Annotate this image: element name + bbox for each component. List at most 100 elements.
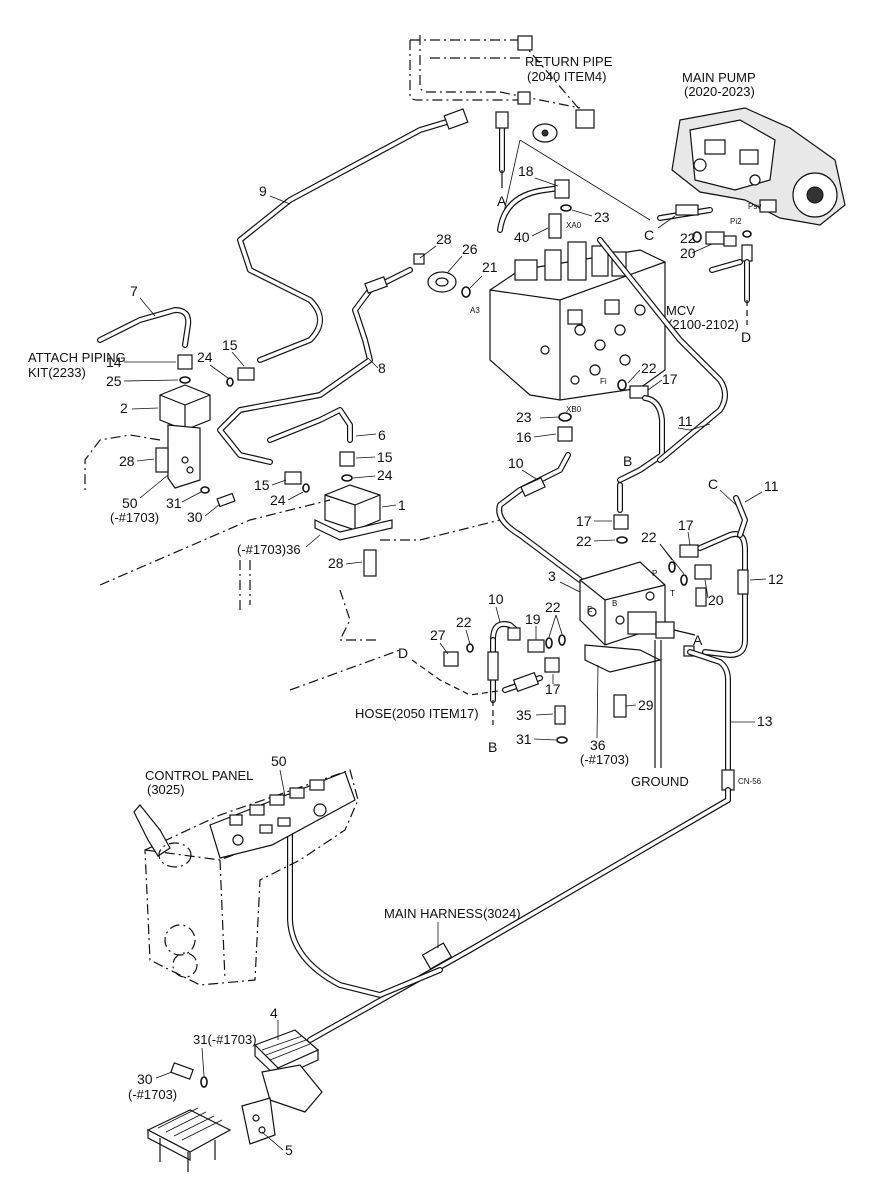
- callout-1: 1: [398, 497, 406, 513]
- port-xb0: XB0: [566, 405, 582, 414]
- callout-17-mcv: 17: [662, 371, 678, 387]
- port-psv: Psv: [748, 202, 761, 211]
- callout-8: 8: [378, 360, 386, 376]
- main-harness-label: MAIN HARNESS(3024): [384, 906, 521, 921]
- return-pipe: [409, 35, 595, 143]
- callout-36-attach: 50: [122, 495, 138, 511]
- callout-22-v3-right: 22: [641, 529, 657, 545]
- callout-16: 16: [516, 429, 532, 445]
- clamp-26: [413, 253, 457, 293]
- callout-10-top: 10: [508, 455, 524, 471]
- callout-20-pump: 20: [680, 245, 696, 261]
- point-a-bottom: A: [693, 632, 703, 648]
- mcv-label: MCV: [666, 303, 695, 318]
- mcv-ref: (2100-2102): [668, 317, 739, 332]
- port-pi2: Pi2: [730, 217, 742, 226]
- callout-26: 26: [462, 241, 478, 257]
- callout-22-v3-left: 22: [545, 599, 561, 615]
- valve-block-1: [314, 484, 393, 541]
- callout-17-v3-right: 17: [678, 517, 694, 533]
- return-pipe-label: RETURN PIPE: [525, 54, 613, 69]
- callout-11-top: 11: [678, 413, 693, 429]
- callout-18: 18: [518, 163, 534, 179]
- callout-35: 36: [590, 737, 606, 753]
- callout-22-v3-top: 22: [576, 533, 592, 549]
- ground-label: GROUND: [631, 774, 689, 789]
- callout-25: 25: [106, 373, 122, 389]
- main-pump-label: MAIN PUMP: [682, 70, 756, 85]
- callout-31-attach: 31: [166, 495, 182, 511]
- callout-36-mid: (-#1703)36: [237, 542, 301, 557]
- point-d-top: D: [741, 329, 751, 345]
- callout-31-v3: 31: [516, 731, 532, 747]
- callout-10-bottom: 10: [488, 591, 504, 607]
- callout-12: 12: [768, 571, 784, 587]
- callout-15-attach: 15: [222, 337, 238, 353]
- callout-40: 40: [514, 229, 530, 245]
- callout-50: 50: [271, 753, 287, 769]
- callout-23-bottom: 23: [516, 409, 532, 425]
- point-c-top: C: [644, 227, 654, 243]
- point-b-mid: B: [623, 453, 632, 469]
- pedal-5: [146, 1097, 276, 1172]
- callout-15-left: 15: [254, 477, 270, 493]
- pedal-4: [253, 1029, 323, 1113]
- callout-29-top: 28: [436, 231, 452, 247]
- return-pipe-ref: (2040 ITEM4): [527, 69, 606, 84]
- port-fi: Fi: [600, 377, 607, 386]
- callout-21: 21: [482, 259, 498, 275]
- callout-31-pedal: 31(-#1703): [193, 1032, 257, 1047]
- callout-24-attach: 24: [197, 349, 213, 365]
- callout-3: 3: [548, 568, 556, 584]
- callout-4: 4: [270, 1005, 278, 1021]
- connector-cn56: CN-56: [738, 777, 762, 786]
- port-t: T: [670, 589, 675, 598]
- attach-piping-ref: KIT(2233): [28, 365, 86, 380]
- callout-17-v3-top: 17: [576, 513, 592, 529]
- callout-19: 19: [525, 611, 541, 627]
- callout-27: 27: [430, 627, 446, 643]
- point-d-bottom: D: [398, 645, 408, 661]
- callout-17-v3-bottom: 17: [545, 681, 561, 697]
- point-a-top: A: [497, 193, 507, 209]
- callout-22-pump: 22: [680, 230, 696, 246]
- callout-13: 13: [757, 713, 773, 729]
- callout-30-pedal-note: (-#1703): [128, 1087, 177, 1102]
- callout-23-top: 23: [594, 209, 610, 225]
- port-xa0: XA0: [566, 221, 582, 230]
- callout-29-mid: 28: [328, 555, 344, 571]
- attach-piping-label: ATTACH PIPING: [28, 350, 126, 365]
- port-p: P: [652, 569, 657, 578]
- valve-block-2: [159, 384, 211, 489]
- callout-5: 5: [285, 1142, 293, 1158]
- callout-7: 7: [130, 283, 138, 299]
- control-panel: [133, 769, 359, 986]
- callout-22-mcv: 22: [641, 360, 657, 376]
- callout-35-note: (-#1703): [580, 752, 629, 767]
- callout-24-left: 24: [270, 492, 286, 508]
- control-panel-ref: (3025): [147, 782, 185, 797]
- callout-14: 14: [106, 354, 122, 370]
- callout-15-right: 15: [377, 449, 393, 465]
- point-b-bottom: B: [488, 739, 497, 755]
- main-pump: [671, 107, 846, 226]
- callout-6: 6: [378, 427, 386, 443]
- port-b: B: [612, 599, 617, 608]
- port-a3: A3: [470, 306, 480, 315]
- callout-32: 35: [516, 707, 532, 723]
- port-e: E: [587, 605, 592, 614]
- callout-30-attach: 30: [187, 509, 203, 525]
- callout-20-v3: 20: [708, 592, 724, 608]
- callout-28: 29: [638, 697, 654, 713]
- callout-2: 2: [120, 400, 128, 416]
- callout-11-right: 11: [764, 478, 779, 494]
- callout-36-attach-note: (-#1703): [110, 510, 159, 525]
- point-c-bottom: C: [708, 476, 718, 492]
- valve-block-3: [579, 561, 675, 673]
- callout-9: 9: [259, 183, 267, 199]
- control-panel-label: CONTROL PANEL: [145, 768, 253, 783]
- main-pump-ref: (2020-2023): [684, 84, 755, 99]
- callout-22-v3-far: 22: [456, 614, 472, 630]
- callout-29-attach: 28: [119, 453, 135, 469]
